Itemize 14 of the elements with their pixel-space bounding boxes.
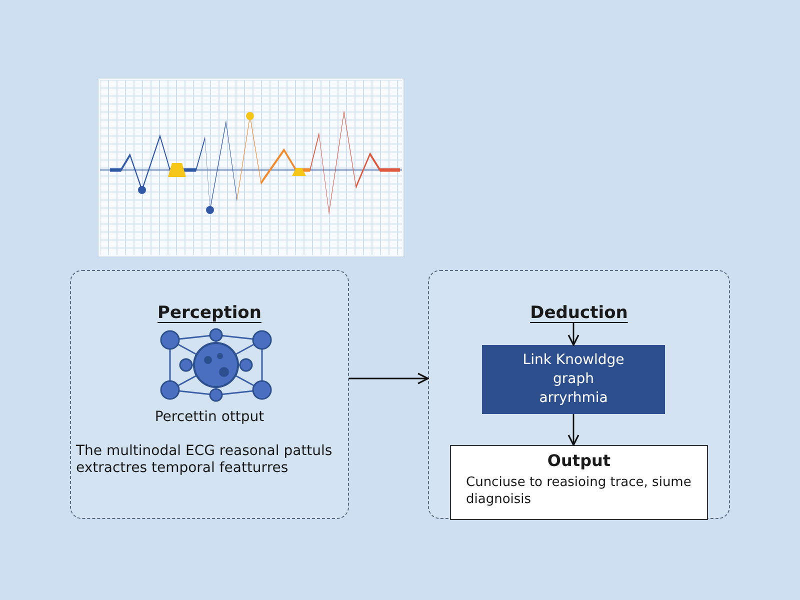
arrow — [349, 372, 429, 384]
process-box — [482, 345, 665, 414]
section-panel — [70, 270, 349, 519]
box-text: Link Knowldge graph arryrhmia — [522, 351, 625, 408]
output-box — [450, 445, 708, 520]
box-heading: Output — [547, 451, 611, 470]
arrow — [568, 323, 580, 346]
section-heading: Deduction — [530, 303, 628, 323]
section-panel — [428, 270, 730, 519]
description-text: The multinodal ECG reasonal pattuls extractres temporal featturres — [76, 443, 334, 477]
box-text: Cunciuse to reasioing trace, siume diagnoisis — [466, 474, 692, 508]
caption-text: Percettin ottput — [154, 409, 264, 425]
section-heading: Perception — [158, 303, 262, 323]
arrow — [568, 414, 580, 446]
